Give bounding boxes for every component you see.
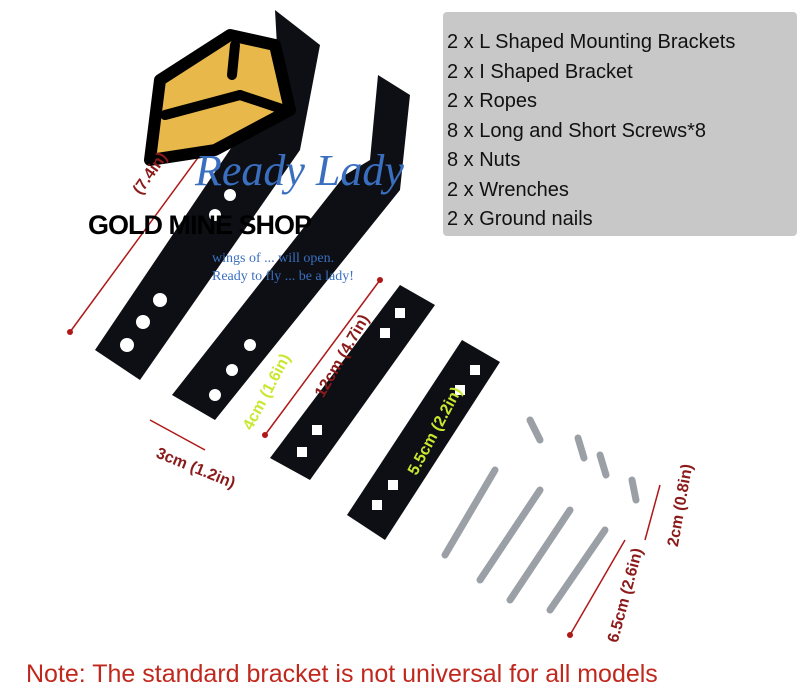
l-bracket-right <box>172 75 410 420</box>
list-item: 2 x L Shaped Mounting Brackets <box>447 31 736 53</box>
i-bracket-left <box>270 285 435 480</box>
watermark-line2: Ready to fly ... be a lady! <box>212 269 354 284</box>
compatibility-note: Note: The standard bracket is not univer… <box>26 660 658 688</box>
watermark-line1: wings of ... will open. <box>212 251 335 266</box>
list-item: 2 x Ground nails <box>447 208 593 230</box>
list-item: 8 x Long and Short Screws*8 <box>447 119 707 142</box>
l-bracket-left <box>95 10 320 380</box>
watermark-title: Ready Lady <box>194 146 404 195</box>
screws <box>441 416 640 614</box>
list-item: 2 x I Shaped Bracket <box>447 60 633 83</box>
list-item: 2 x Wrenches <box>447 178 569 201</box>
list-item: 2 x Ropes <box>447 90 538 112</box>
shop-name: GOLD MINE SHOP <box>88 210 312 240</box>
contents-list: 2 x L Shaped Mounting Brackets 2 x I Sha… <box>443 12 797 236</box>
list-item: 8 x Nuts <box>447 149 521 171</box>
